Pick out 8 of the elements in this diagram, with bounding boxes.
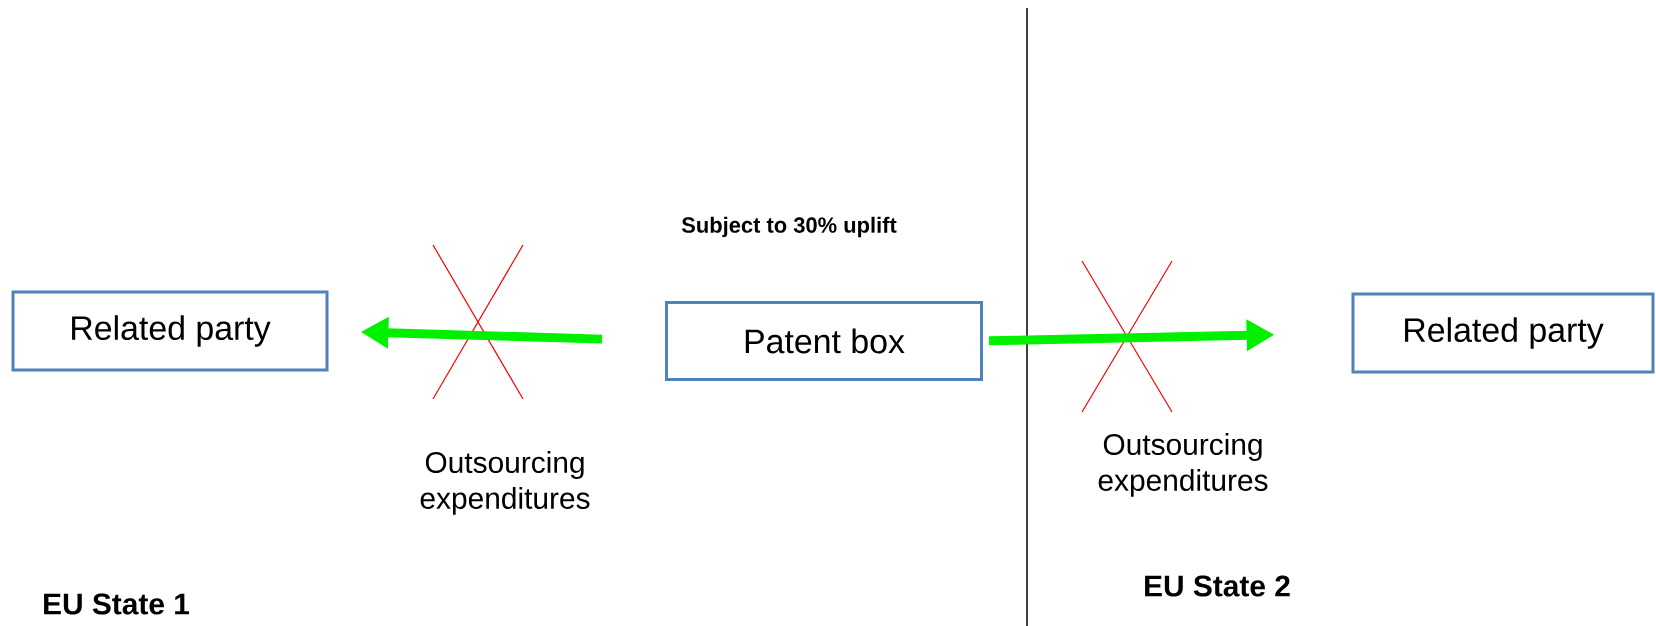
edge-label: Outsourcing expenditures — [1098, 433, 1268, 497]
party-box: Related party — [1351, 292, 1655, 374]
heading-label: EU State 1 — [44, 593, 190, 615]
heading-label: Subject to 30% uplift — [681, 216, 897, 238]
heading-label: EU State 2 — [1145, 575, 1290, 597]
party-box: Related party — [11, 290, 329, 372]
party-box: Patent box — [665, 301, 983, 381]
edge-label: Outsourcing expenditures — [420, 451, 590, 515]
